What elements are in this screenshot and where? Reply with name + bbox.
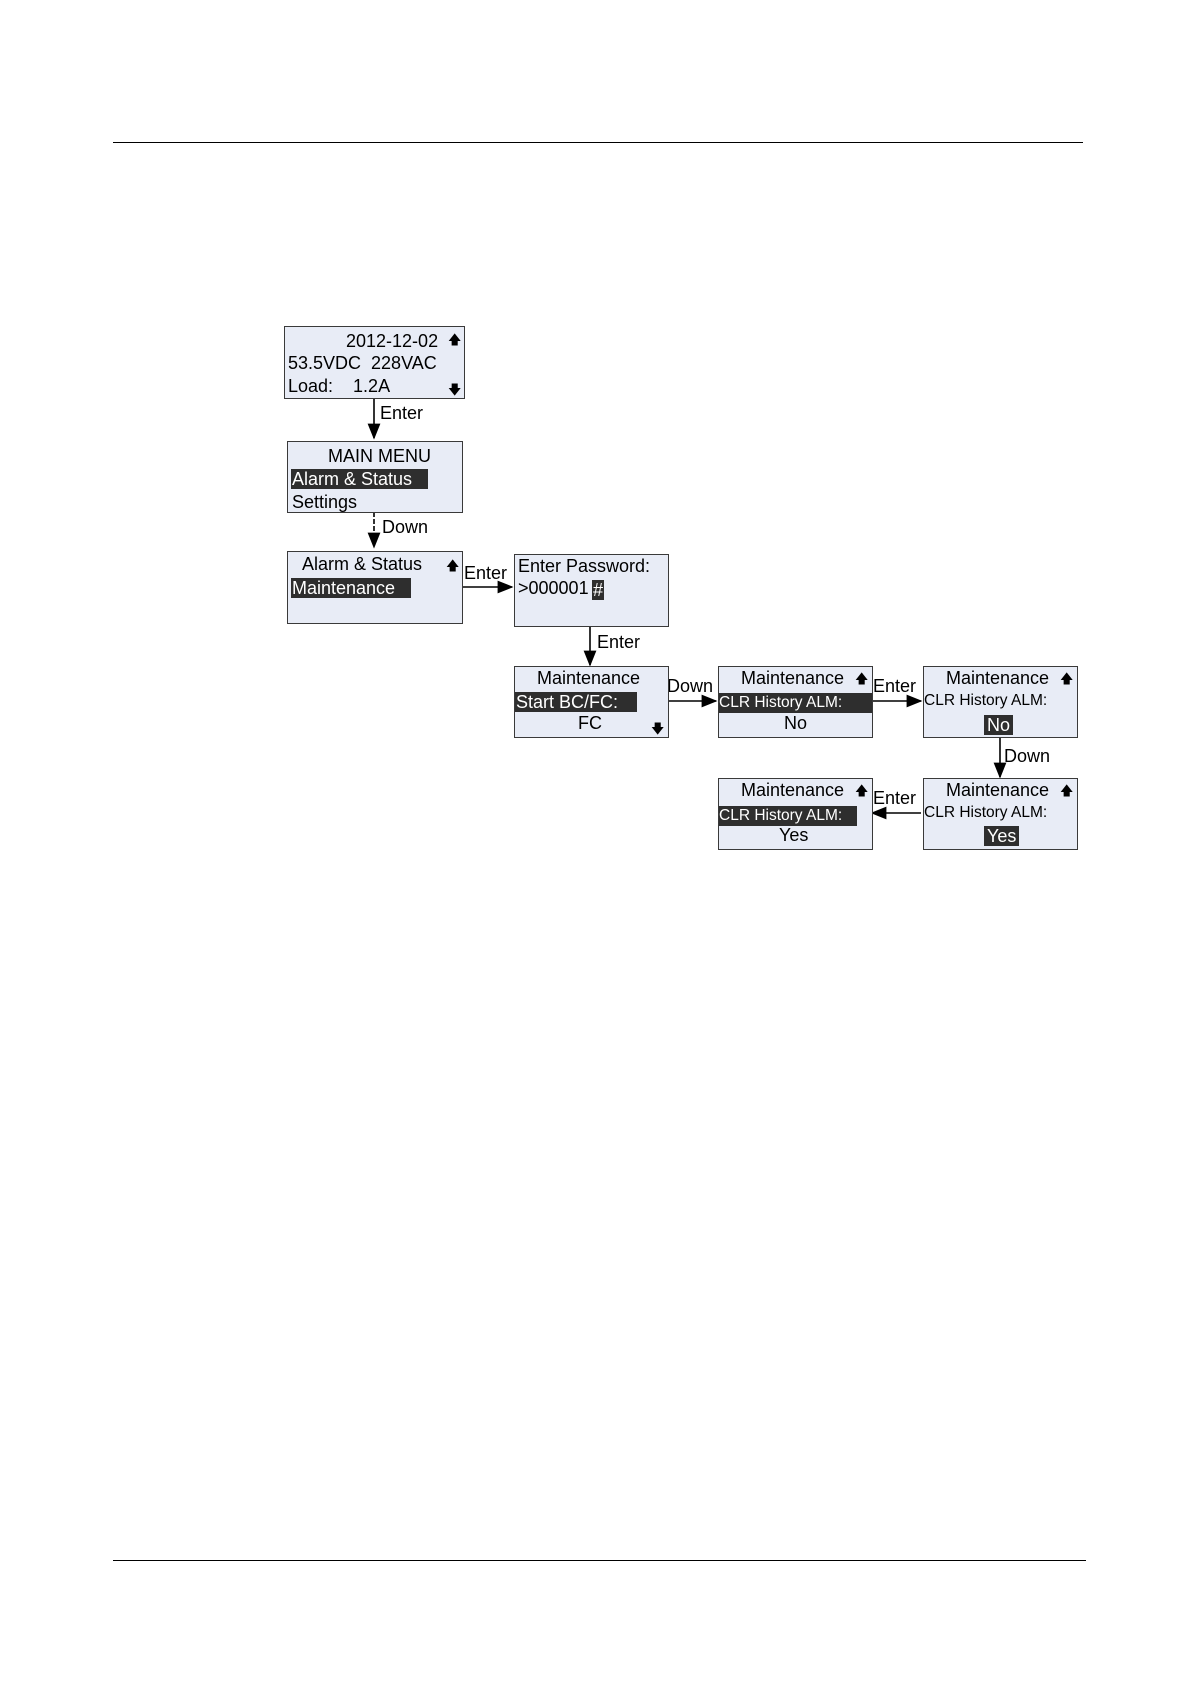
arrow-up-icon: 🡅 bbox=[448, 332, 462, 347]
maint2-value: No bbox=[784, 713, 808, 733]
label-maint2-to-maint3: Enter bbox=[873, 676, 917, 696]
screen-password: Enter Password: >000001 # bbox=[514, 554, 669, 627]
screen-maint-start-bcfc: Maintenance Start BC/FC: FC 🡇 bbox=[514, 666, 669, 738]
alarm-status-selected: Maintenance bbox=[291, 578, 411, 598]
maint3-selected: No bbox=[984, 715, 1014, 735]
maint5-title: Maintenance bbox=[741, 780, 845, 800]
label-maint1-to-maint2: Down bbox=[667, 676, 714, 696]
maint5-value: Yes bbox=[779, 825, 809, 845]
maint5-selected: CLR History ALM: bbox=[719, 806, 857, 826]
screen-maint-clr-result-yes: Maintenance 🡅 CLR History ALM: Yes bbox=[718, 778, 873, 850]
password-title: Enter Password: bbox=[518, 556, 651, 576]
screen-alarm-status: Alarm & Status 🡅 Maintenance bbox=[287, 551, 463, 624]
label-maint3-to-maint4: Down bbox=[1004, 746, 1051, 766]
maint2-title: Maintenance bbox=[741, 668, 845, 688]
screen-home: 2012-12-02 🡅 53.5VDC 228VAC Load: 1.2A 🡇 bbox=[284, 326, 465, 399]
main-menu-selected: Alarm & Status bbox=[291, 469, 428, 489]
maint4-title: Maintenance bbox=[946, 780, 1050, 800]
screen-maint-clr-edit-no: Maintenance 🡅 CLR History ALM: No bbox=[923, 666, 1078, 738]
alarm-status-title: Alarm & Status bbox=[302, 554, 423, 574]
arrow-up-icon: 🡅 bbox=[1060, 671, 1074, 686]
footer-rule bbox=[113, 1560, 1086, 1561]
maint1-title: Maintenance bbox=[537, 668, 641, 688]
maint1-value: FC bbox=[578, 713, 602, 733]
arrow-up-icon: 🡅 bbox=[855, 783, 869, 798]
label-menu-to-alarm: Down bbox=[382, 517, 429, 537]
home-readings: 53.5VDC 228VAC bbox=[288, 353, 437, 373]
maint1-selected: Start BC/FC: bbox=[515, 692, 637, 712]
arrow-down-icon: 🡇 bbox=[448, 382, 462, 397]
maint4-label: CLR History ALM: bbox=[924, 804, 1048, 821]
screen-main-menu: MAIN MENU Alarm & Status Settings bbox=[287, 441, 463, 513]
maint2-selected: CLR History ALM: bbox=[719, 693, 872, 713]
maint4-selected: Yes bbox=[984, 826, 1020, 846]
screen-maint-clr-history: Maintenance 🡅 CLR History ALM: No bbox=[718, 666, 873, 738]
arrow-up-icon: 🡅 bbox=[446, 558, 460, 573]
password-value: >000001 bbox=[518, 578, 589, 598]
label-maint4-to-maint5: Enter bbox=[873, 788, 917, 808]
arrow-up-icon: 🡅 bbox=[1060, 783, 1074, 798]
maint3-title: Maintenance bbox=[946, 668, 1050, 688]
main-menu-title: MAIN MENU bbox=[328, 446, 431, 466]
home-date: 2012-12-02 bbox=[346, 331, 439, 351]
password-cursor: # bbox=[592, 580, 605, 600]
maint3-label: CLR History ALM: bbox=[924, 692, 1048, 709]
label-password-to-maint: Enter bbox=[597, 632, 641, 652]
label-home-to-menu: Enter bbox=[380, 403, 424, 423]
home-load: Load: 1.2A bbox=[288, 376, 391, 396]
screen-maint-clr-edit-yes: Maintenance 🡅 CLR History ALM: Yes bbox=[923, 778, 1078, 850]
header-rule bbox=[113, 142, 1083, 143]
label-alarm-to-password: Enter bbox=[464, 563, 508, 583]
arrow-up-icon: 🡅 bbox=[855, 671, 869, 686]
arrow-down-icon: 🡇 bbox=[651, 721, 665, 736]
main-menu-item-settings: Settings bbox=[292, 492, 358, 512]
